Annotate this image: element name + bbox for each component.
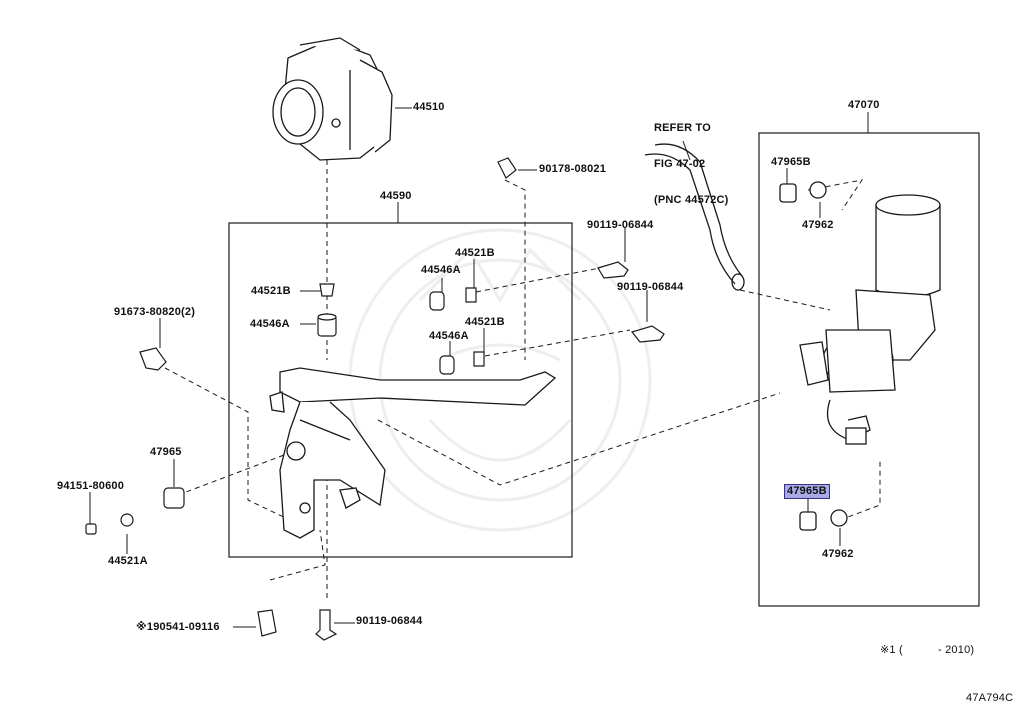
part-label-44590[interactable]: 44590	[380, 190, 412, 202]
bracket-assembly-box	[228, 222, 573, 558]
part-label-44521A[interactable]: 44521A	[108, 555, 148, 567]
part-label-94151-80600[interactable]: 94151-80600	[57, 480, 125, 492]
bolts	[85, 157, 665, 641]
refer-note: REFER TO FIG 47-02 (PNC 44572C)	[654, 98, 729, 230]
watermark-emblem	[348, 228, 652, 532]
part-label-90119-06844-mid[interactable]: 90119-06844	[617, 281, 684, 293]
part-label-44521B-left[interactable]: 44521B	[251, 285, 291, 297]
abs-actuator	[272, 37, 393, 161]
dashed-assembly-lines	[164, 160, 881, 600]
part-label-44546A-upper[interactable]: 44546A	[421, 264, 461, 276]
part-label-44510[interactable]: 44510	[413, 101, 445, 113]
bracket-assembly	[269, 367, 557, 539]
part-label-90119-06844-top[interactable]: 90119-06844	[587, 219, 654, 231]
part-label-90178-08021[interactable]: 90178-08021	[539, 163, 607, 175]
part-label-47965B-highlighted[interactable]: 47965B	[784, 484, 830, 499]
part-label-47965B-top[interactable]: 47965B	[771, 156, 811, 168]
bushings	[317, 283, 485, 375]
footnote-mark: ※1 (	[880, 644, 903, 656]
refer-line-2: FIG 47-02	[654, 158, 706, 170]
part-label-44521B-lower[interactable]: 44521B	[465, 316, 505, 328]
part-label-47962-bottom[interactable]: 47962	[822, 548, 854, 560]
part-label-44546A-left[interactable]: 44546A	[250, 318, 290, 330]
part-label-90541-09116[interactable]: ※190541-09116	[136, 621, 220, 633]
part-label-90119-06844-bottom[interactable]: 90119-06844	[356, 615, 423, 627]
refer-line-1: REFER TO	[654, 122, 712, 134]
compressor-assembly-box	[758, 132, 980, 607]
refer-line-3[interactable]: (PNC 44572C)	[654, 194, 729, 206]
part-label-91673-80820[interactable]: 91673-80820(2)	[114, 306, 196, 318]
leader-lines	[89, 107, 869, 628]
nut-47965	[163, 487, 185, 509]
air-hose	[644, 143, 745, 291]
footnote-range: - 2010)	[938, 644, 975, 656]
compressor-assembly	[779, 181, 941, 531]
part-label-47070[interactable]: 47070	[848, 99, 880, 111]
part-label-47962-top[interactable]: 47962	[802, 219, 834, 231]
figure-code: 47A794C	[966, 692, 1014, 704]
part-label-44521B-upper[interactable]: 44521B	[455, 247, 495, 259]
part-label-44546A-lower[interactable]: 44546A	[429, 330, 469, 342]
part-label-47965[interactable]: 47965	[150, 446, 182, 458]
